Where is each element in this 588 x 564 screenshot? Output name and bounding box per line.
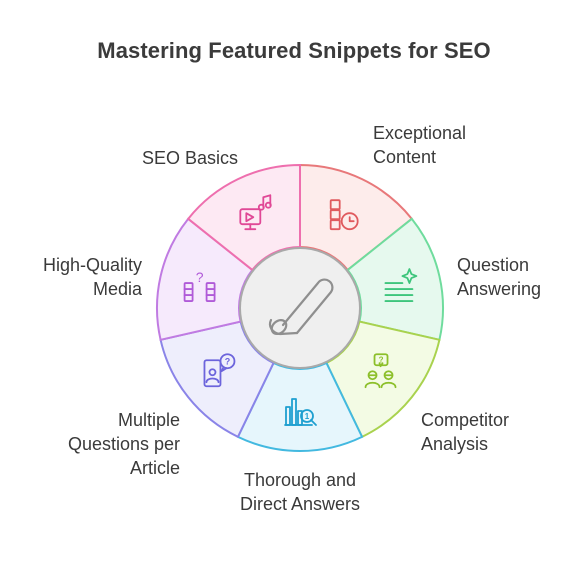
label-line: Media <box>92 279 142 299</box>
label-line: Direct Answers <box>239 494 361 514</box>
columns-question-icon: ? <box>183 269 216 302</box>
label-line: Questions per <box>67 434 180 454</box>
label-line: Multiple <box>117 410 180 430</box>
svg-text:?: ? <box>196 269 204 285</box>
svg-text:1: 1 <box>305 412 310 421</box>
label-line: High-Quality <box>42 255 142 275</box>
person-speech-question-icon: ? <box>203 353 236 388</box>
diagram-title: Mastering Featured Snippets for SEO <box>97 38 491 63</box>
label-line: Question <box>457 255 530 275</box>
svg-text:?: ? <box>225 357 231 367</box>
label-seo-basics: SEO Basics <box>100 146 280 170</box>
svg-text:?: ? <box>379 356 384 365</box>
bar-chart-magnifier-icon: 1 <box>284 398 317 426</box>
rolled-paper-icon <box>268 278 334 336</box>
monitor-music-icon <box>239 194 272 231</box>
people-question-icon: ? <box>364 353 397 389</box>
label-line: Answering <box>457 279 542 299</box>
center-hub <box>239 247 361 369</box>
label-line: Analysis <box>421 434 489 454</box>
blocks-clock-icon <box>329 199 359 231</box>
label-line: Article <box>129 458 180 478</box>
label-line: SEO Basics <box>141 148 239 168</box>
label-line: Exceptional <box>373 123 467 143</box>
sparkle-text-icon <box>384 268 418 302</box>
label-line: Thorough and <box>243 470 357 490</box>
label-line: Content <box>373 147 437 167</box>
label-line: Competitor <box>421 410 510 430</box>
